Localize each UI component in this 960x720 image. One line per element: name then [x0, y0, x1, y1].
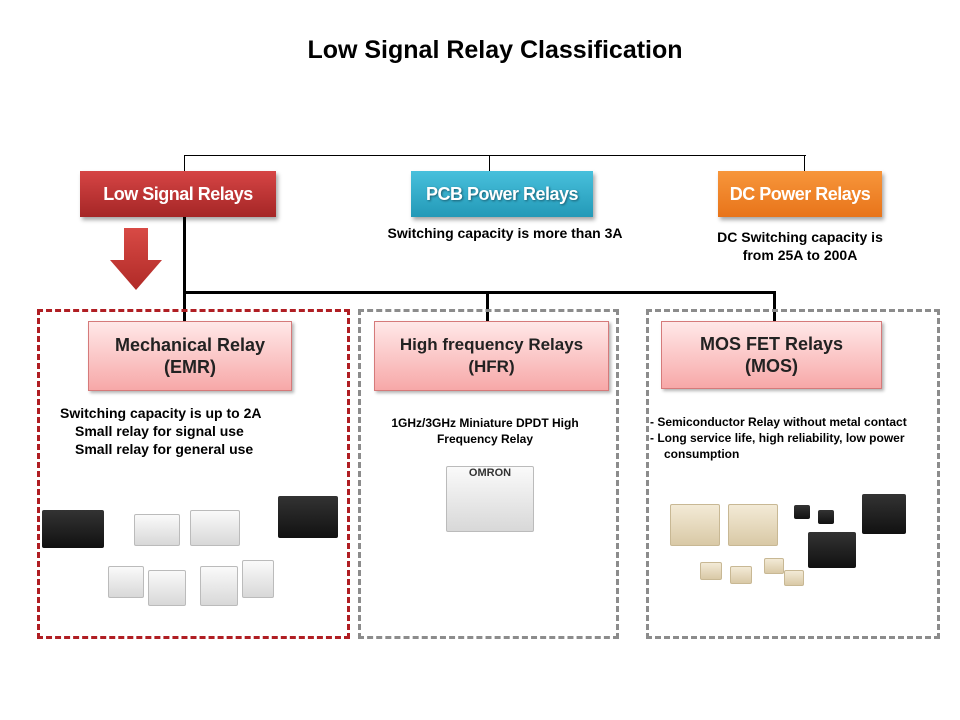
relay-image — [148, 570, 186, 606]
relay-image — [764, 558, 784, 574]
hfr-description: 1GHz/3GHz Miniature DPDT High Frequency … — [362, 415, 608, 447]
relay-image — [200, 566, 238, 606]
hfr-product-photo: OMRON — [446, 466, 534, 532]
dc-power-relays-box: DC Power Relays — [718, 171, 882, 217]
label: MOS FET Relays — [699, 334, 844, 354]
down-arrow-icon — [110, 228, 162, 290]
relay-image — [784, 570, 804, 586]
pcb-caption: Switching capacity is more than 3A — [387, 225, 623, 241]
caption-line: DC Switching capacity is — [717, 229, 883, 245]
desc-line: Small relay for general use — [75, 441, 254, 457]
relay-image — [670, 504, 720, 546]
connector-bus — [183, 291, 776, 294]
label: Mechanical Relay — [114, 335, 266, 355]
relay-image — [190, 510, 240, 546]
label: PCB Power Relays — [425, 183, 579, 204]
relay-image — [730, 566, 752, 584]
desc-line: 1GHz/3GHz Miniature DPDT High — [391, 416, 579, 430]
high-frequency-relays-box: High frequency Relays (HFR) — [374, 321, 609, 391]
caption-line: from 25A to 200A — [742, 247, 858, 263]
relay-image — [794, 505, 810, 519]
connector — [184, 155, 185, 171]
relay-image — [728, 504, 778, 546]
connector — [183, 217, 186, 321]
emr-description: Switching capacity is up to 2A Small rel… — [40, 404, 340, 458]
desc-line: - Semiconductor Relay without metal cont… — [650, 415, 907, 429]
label: (MOS) — [745, 356, 798, 376]
relay-image — [108, 566, 144, 598]
relay-image — [700, 562, 722, 580]
label: DC Power Relays — [729, 183, 871, 204]
desc-line: - Long service life, high reliability, l… — [650, 431, 905, 445]
relay-image — [862, 494, 906, 534]
connector — [489, 155, 490, 171]
desc-line: Frequency Relay — [436, 432, 534, 446]
connector-top — [184, 155, 806, 156]
connector — [486, 291, 489, 321]
desc-line: consumption — [664, 447, 740, 461]
relay-image — [818, 510, 834, 524]
desc-line: Switching capacity is up to 2A — [60, 405, 262, 421]
pcb-power-relays-box: PCB Power Relays — [411, 171, 593, 217]
relay-image — [242, 560, 274, 598]
page-title: Low Signal Relay Classification — [307, 36, 683, 64]
connector — [804, 155, 805, 171]
label: Low Signal Relays — [103, 183, 253, 204]
dc-caption: DC Switching capacity is from 25A to 200… — [680, 228, 920, 264]
label: High frequency Relays — [399, 335, 584, 354]
label: (HFR) — [468, 357, 515, 376]
relay-image — [278, 496, 338, 538]
relay-image — [42, 510, 104, 548]
mos-group — [646, 309, 940, 639]
brand-label: OMRON — [468, 467, 512, 479]
relay-image — [134, 514, 180, 546]
desc-line: Small relay for signal use — [75, 423, 244, 439]
low-signal-relays-box: Low Signal Relays — [80, 171, 276, 217]
mos-description: - Semiconductor Relay without metal cont… — [650, 414, 950, 462]
hfr-group — [358, 309, 619, 639]
emr-group — [37, 309, 350, 639]
mos-fet-relays-box: MOS FET Relays (MOS) — [661, 321, 882, 389]
label: (EMR) — [164, 357, 216, 377]
relay-image — [808, 532, 856, 568]
connector — [773, 291, 776, 321]
mechanical-relay-box: Mechanical Relay (EMR) — [88, 321, 292, 391]
